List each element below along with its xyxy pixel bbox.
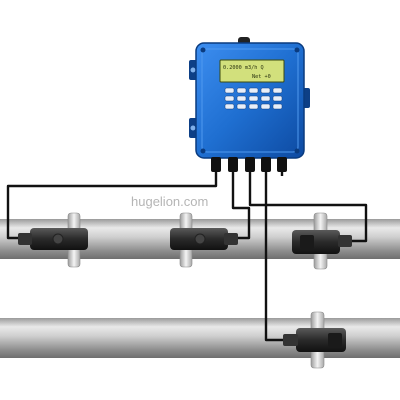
lcd-line-1: 0.2000 m3/h Q [223,65,264,71]
cable-1 [6,172,218,240]
watermark: hugelion.com [131,194,208,209]
flowmeter-unit: 0.2000 m3/h Q Net +0 [189,37,310,172]
lcd-line-2: Net +0 [252,74,271,80]
transducer-1 [18,228,88,250]
cables [6,172,368,342]
keypad-icon [224,87,283,110]
transducer-3 [292,230,352,254]
cable-3 [248,172,368,243]
transducer-4 [283,328,346,352]
cable-2 [231,172,251,240]
cable-4 [264,172,284,342]
transducer-2 [170,228,238,250]
cable-gland-icon [211,157,287,172]
transducer-icon [292,230,340,254]
lcd-screen [219,59,285,83]
